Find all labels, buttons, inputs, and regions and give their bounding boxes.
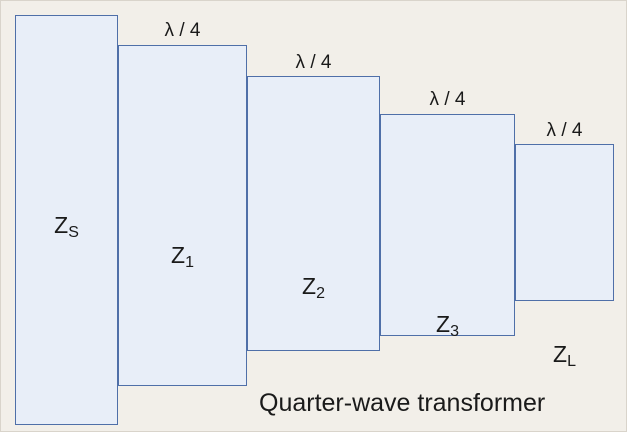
length-label-1: λ / 4 bbox=[164, 20, 201, 41]
transformer-section-1-block: Z1 bbox=[118, 45, 247, 386]
transformer-section-1-label-main: Z bbox=[171, 242, 186, 268]
load-impedance-block: ZL bbox=[515, 144, 614, 370]
length-label-2: λ / 4 bbox=[295, 52, 332, 73]
length-label-4: λ / 4 bbox=[546, 120, 583, 141]
transformer-section-2-label: Z2 bbox=[248, 273, 379, 302]
transformer-section-3-label: Z3 bbox=[381, 311, 514, 340]
load-impedance-label-main: Z bbox=[553, 341, 568, 367]
transformer-section-3-label-sub: 3 bbox=[450, 323, 459, 340]
transformer-section-2-label-main: Z bbox=[302, 273, 317, 299]
transformer-section-1-label-sub: 1 bbox=[185, 254, 194, 271]
transformer-section-3-block: Z3 bbox=[380, 114, 515, 340]
load-impedance-label: ZL bbox=[516, 341, 613, 370]
transformer-section-3-label-main: Z bbox=[436, 311, 451, 337]
length-label-3: λ / 4 bbox=[429, 89, 466, 110]
source-impedance-label: ZS bbox=[16, 212, 117, 241]
source-impedance-label-main: Z bbox=[54, 212, 69, 238]
transformer-section-2-block: Z2 bbox=[247, 76, 380, 351]
transformer-section-2-label-sub: 2 bbox=[316, 285, 325, 302]
transformer-section-1-label: Z1 bbox=[119, 242, 246, 271]
source-impedance-label-sub: S bbox=[68, 224, 79, 241]
load-impedance-label-sub: L bbox=[567, 353, 576, 370]
source-impedance-block: ZS bbox=[15, 15, 118, 425]
diagram-caption: Quarter-wave transformer bbox=[259, 389, 546, 417]
